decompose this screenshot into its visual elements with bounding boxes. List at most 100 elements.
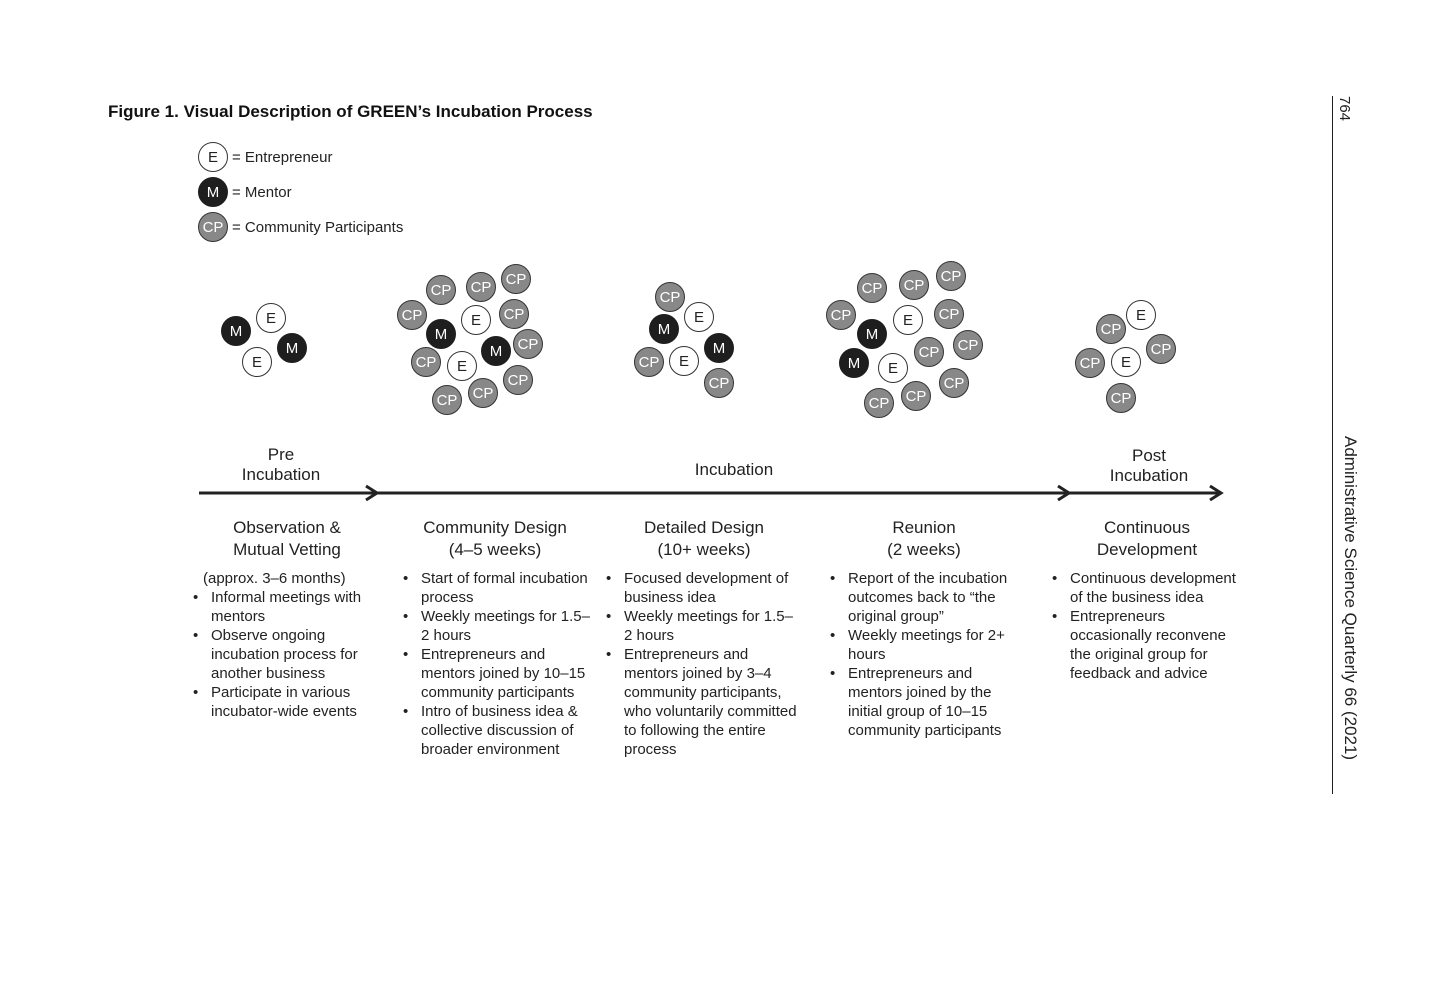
bullet-item: Informal meetings with mentors bbox=[191, 588, 381, 626]
journal-citation: Administrative Science Quarterly 66 (202… bbox=[1341, 436, 1360, 761]
entrepreneur-icon: E bbox=[1111, 347, 1141, 377]
mentor-icon: M bbox=[277, 333, 307, 363]
stage-title-text: Detailed Design (10+ weeks) bbox=[643, 518, 764, 559]
mentor-icon: M bbox=[198, 177, 228, 207]
community-participant-icon: CP bbox=[468, 378, 498, 408]
figure-title: Figure 1. Visual Description of GREEN’s … bbox=[108, 102, 593, 121]
community-participant-icon: CP bbox=[826, 300, 856, 330]
phase-label-text: Incubation bbox=[694, 460, 774, 479]
community-participant-icon: CP bbox=[939, 368, 969, 398]
stage-title-text: Reunion (2 weeks) bbox=[887, 518, 961, 559]
stage-duration-note: (approx. 3–6 months) bbox=[203, 570, 346, 587]
community-participant-icon: CP bbox=[953, 330, 983, 360]
margin-rule bbox=[1332, 96, 1333, 794]
bullet-list: Informal meetings with mentors Observe o… bbox=[191, 588, 381, 721]
mentor-icon: M bbox=[857, 319, 887, 349]
bullet-item: Participate in various incubator-wide ev… bbox=[191, 683, 381, 721]
community-participant-icon: CP bbox=[901, 381, 931, 411]
bullet-item: Entrepreneurs occasionally reconvene the… bbox=[1050, 607, 1240, 683]
community-participant-icon: CP bbox=[501, 264, 531, 294]
bullet-item: Observe ongoing incubation process for a… bbox=[191, 626, 381, 683]
entrepreneur-icon: E bbox=[447, 351, 477, 381]
community-participant-icon: CP bbox=[1096, 314, 1126, 344]
bullet-item: Weekly meetings for 1.5–2 hours bbox=[604, 607, 800, 645]
community-participant-icon: CP bbox=[198, 212, 228, 242]
legend-label: = Community Participants bbox=[232, 218, 404, 236]
community-participant-icon: CP bbox=[864, 388, 894, 418]
stage-details-community-design: Start of formal incubation process Weekl… bbox=[401, 569, 591, 759]
legend-entrepreneur: E = Entrepreneur bbox=[198, 142, 332, 172]
entrepreneur-icon: E bbox=[669, 346, 699, 376]
stage-title-community-design: Community Design (4–5 weeks) bbox=[400, 517, 590, 561]
phase-label-text: Post Incubation bbox=[1109, 446, 1189, 485]
stage-details-reunion: Report of the incubation outcomes back t… bbox=[828, 569, 1024, 740]
entrepreneur-icon: E bbox=[198, 142, 228, 172]
mentor-icon: M bbox=[839, 348, 869, 378]
stage-title-detailed-design: Detailed Design (10+ weeks) bbox=[614, 517, 794, 561]
bullet-item: Entrepreneurs and mentors joined by 3–4 … bbox=[604, 645, 800, 759]
bullet-list: Report of the incubation outcomes back t… bbox=[828, 569, 1024, 740]
community-participant-icon: CP bbox=[432, 385, 462, 415]
community-participant-icon: CP bbox=[914, 337, 944, 367]
community-participant-icon: CP bbox=[513, 329, 543, 359]
bullet-item: Entrepreneurs and mentors joined by 10–1… bbox=[401, 645, 591, 702]
community-participant-icon: CP bbox=[857, 273, 887, 303]
community-participant-icon: CP bbox=[899, 270, 929, 300]
mentor-icon: M bbox=[704, 333, 734, 363]
arrowhead-post bbox=[1209, 484, 1224, 502]
stage-details-detailed-design: Focused development of business idea Wee… bbox=[604, 569, 800, 759]
stage-title-continuous-development: Continuous Development bbox=[1062, 517, 1232, 561]
community-participant-icon: CP bbox=[411, 347, 441, 377]
bullet-item: Entrepreneurs and mentors joined by the … bbox=[828, 664, 1024, 740]
stage-title-text: Observation & Mutual Vetting bbox=[233, 518, 341, 559]
community-participant-icon: CP bbox=[936, 261, 966, 291]
bullet-item: Weekly meetings for 1.5–2 hours bbox=[401, 607, 591, 645]
legend-label: = Mentor bbox=[232, 183, 292, 201]
entrepreneur-icon: E bbox=[684, 302, 714, 332]
bullet-list: Start of formal incubation process Weekl… bbox=[401, 569, 591, 759]
community-participant-icon: CP bbox=[655, 282, 685, 312]
bullet-item: Start of formal incubation process bbox=[401, 569, 591, 607]
stage-title-text: Continuous Development bbox=[1096, 518, 1198, 559]
mentor-icon: M bbox=[221, 316, 251, 346]
bullet-item: Focused development of business idea bbox=[604, 569, 800, 607]
stage-details-continuous-development: Continuous development of the business i… bbox=[1050, 569, 1240, 683]
community-participant-icon: CP bbox=[1075, 348, 1105, 378]
entrepreneur-icon: E bbox=[878, 353, 908, 383]
mentor-icon: M bbox=[426, 319, 456, 349]
bullet-item: Report of the incubation outcomes back t… bbox=[828, 569, 1024, 626]
community-participant-icon: CP bbox=[934, 299, 964, 329]
phase-pre-incubation: Pre Incubation bbox=[221, 445, 341, 485]
legend-mentor: M = Mentor bbox=[198, 177, 292, 207]
phase-label-text: Pre Incubation bbox=[241, 445, 321, 484]
stage-title-text: Community Design (4–5 weeks) bbox=[423, 518, 567, 559]
bullet-list: Focused development of business idea Wee… bbox=[604, 569, 800, 759]
legend-community-participants: CP = Community Participants bbox=[198, 212, 403, 242]
page-number: 764 bbox=[1336, 96, 1353, 122]
phase-incubation: Incubation bbox=[654, 460, 814, 480]
stage-title-reunion: Reunion (2 weeks) bbox=[834, 517, 1014, 561]
bullet-item: Weekly meetings for 2+ hours bbox=[828, 626, 1024, 664]
stage-details-observation: (approx. 3–6 months) Informal meetings w… bbox=[191, 569, 381, 721]
bullet-item: Intro of business idea & collective disc… bbox=[401, 702, 591, 759]
bullet-item: Continuous development of the business i… bbox=[1050, 569, 1240, 607]
community-participant-icon: CP bbox=[499, 299, 529, 329]
entrepreneur-icon: E bbox=[461, 305, 491, 335]
phase-post-incubation: Post Incubation bbox=[1089, 446, 1209, 486]
entrepreneur-icon: E bbox=[893, 305, 923, 335]
bullet-list: Continuous development of the business i… bbox=[1050, 569, 1240, 683]
mentor-icon: M bbox=[481, 336, 511, 366]
community-participant-icon: CP bbox=[634, 347, 664, 377]
stage-title-observation: Observation & Mutual Vetting bbox=[197, 517, 377, 561]
community-participant-icon: CP bbox=[426, 275, 456, 305]
entrepreneur-icon: E bbox=[242, 347, 272, 377]
arrowhead-pre bbox=[365, 484, 380, 502]
community-participant-icon: CP bbox=[503, 365, 533, 395]
community-participant-icon: CP bbox=[1106, 383, 1136, 413]
community-participant-icon: CP bbox=[1146, 334, 1176, 364]
entrepreneur-icon: E bbox=[1126, 300, 1156, 330]
legend-label: = Entrepreneur bbox=[232, 148, 333, 166]
arrowhead-incubation bbox=[1057, 484, 1072, 502]
community-participant-icon: CP bbox=[466, 272, 496, 302]
community-participant-icon: CP bbox=[397, 300, 427, 330]
